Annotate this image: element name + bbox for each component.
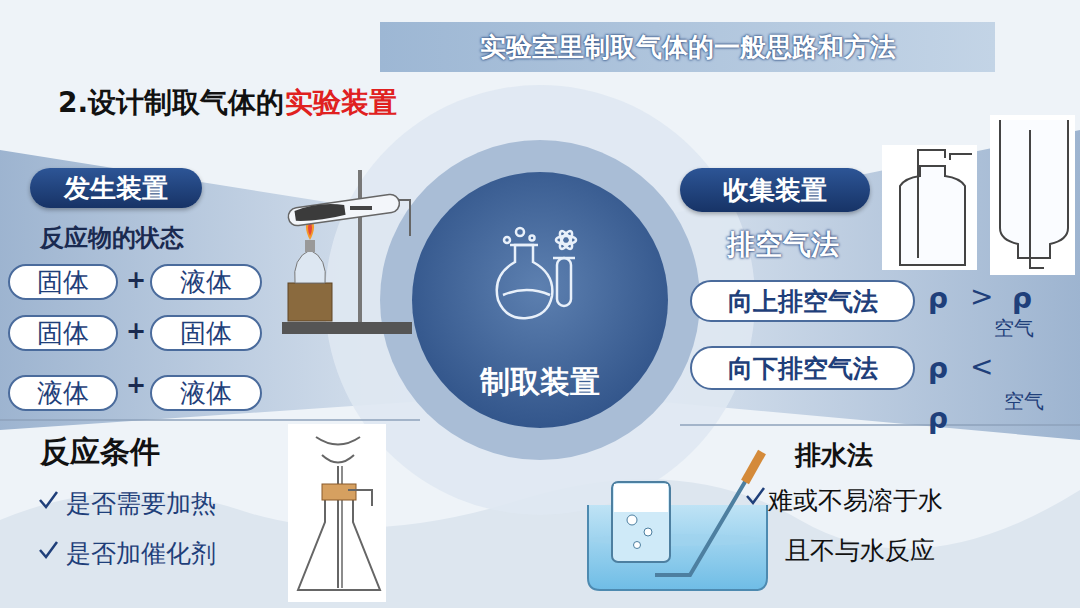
state-pill: 固体 xyxy=(8,264,118,300)
condition-text: 是否需要加热 xyxy=(66,487,216,520)
condition-text: 且不与水反应 xyxy=(785,534,935,567)
heating-apparatus xyxy=(282,170,412,334)
node-text: 液体 xyxy=(37,376,89,411)
condition-text: 难或不易溶于水 xyxy=(768,484,943,517)
title-banner: 实验室里制取气体的一般思路和方法 xyxy=(380,22,995,72)
plus-sign: + xyxy=(126,317,146,345)
node-text: 制取装置 xyxy=(480,362,600,403)
node-text: 向下排空气法 xyxy=(728,352,878,385)
heading-highlight: 实验装置 xyxy=(285,84,397,122)
rho-symbol: ρ xyxy=(928,282,948,315)
compare-sign: > xyxy=(970,280,993,313)
inner-circle xyxy=(412,172,668,428)
node-text: 液体 xyxy=(180,376,232,411)
state-pill: 液体 xyxy=(150,264,262,300)
subscript-text: 空气 xyxy=(1004,388,1044,415)
subheading: 反应物的状态 xyxy=(40,222,184,254)
state-pill: 液体 xyxy=(8,375,118,411)
divider-line xyxy=(0,419,420,421)
node-text: 固体 xyxy=(37,265,89,300)
title-text: 实验室里制取气体的一般思路和方法 xyxy=(480,30,896,65)
condition-text: 是否加催化剂 xyxy=(66,537,216,570)
gas-bottle xyxy=(882,145,977,270)
node-text: 收集装置 xyxy=(723,173,827,208)
flask-icon xyxy=(497,228,576,318)
heading-text: 2.设计制取气体的 xyxy=(58,84,284,122)
state-pill: 固体 xyxy=(8,315,118,351)
state-pill: 固体 xyxy=(150,315,262,351)
subscript-text: 空气 xyxy=(994,315,1034,342)
method-pill: 向下排空气法 xyxy=(690,346,915,390)
section-pill: 发生装置 xyxy=(30,168,202,208)
node-text: 固体 xyxy=(180,316,232,351)
state-pill: 液体 xyxy=(150,375,262,411)
rho-symbol: ρ xyxy=(928,402,948,435)
node-text: 固体 xyxy=(37,316,89,351)
node-text: 发生装置 xyxy=(64,171,168,206)
subheading: 反应条件 xyxy=(40,432,160,473)
method-heading: 排水法 xyxy=(795,438,873,473)
water-trough xyxy=(588,452,767,590)
method-pill: 向上排空气法 xyxy=(690,280,915,322)
section-pill: 收集装置 xyxy=(680,168,870,212)
compare-sign: < xyxy=(970,350,993,383)
plus-sign: + xyxy=(126,266,146,294)
gas-bottle-inverted xyxy=(990,115,1075,275)
method-heading: 排空气法 xyxy=(727,226,839,264)
rho-symbol: ρ xyxy=(1012,282,1032,315)
middle-ring xyxy=(380,140,700,460)
divider-line xyxy=(680,424,1080,426)
plus-sign: + xyxy=(126,371,146,399)
node-text: 液体 xyxy=(180,265,232,300)
flask-with-funnel xyxy=(288,424,386,602)
node-text: 向上排空气法 xyxy=(728,285,878,318)
center-circle: 制取装置 xyxy=(415,175,665,425)
rho-symbol: ρ xyxy=(928,352,948,385)
